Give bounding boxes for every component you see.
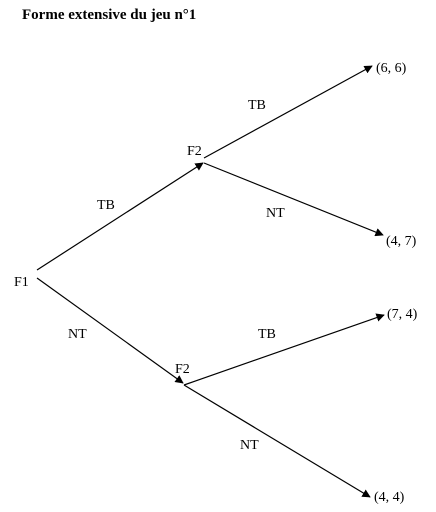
node-lower-label: F2 — [175, 362, 190, 377]
node-upper-label: F2 — [187, 144, 202, 159]
edge-label-root-down: NT — [68, 327, 87, 342]
edge-lower-to-p4 — [183, 384, 371, 498]
diagram-title: Forme extensive du jeu n°1 — [22, 7, 197, 23]
node-root-label: F1 — [14, 275, 29, 290]
edge-upper-to-p2 — [203, 162, 384, 237]
edge-label-root-up: TB — [97, 198, 115, 213]
edge-lower-to-p3 — [183, 313, 385, 386]
edge-upper-to-p1 — [203, 65, 373, 159]
payoff-3: (7, 4) — [387, 307, 418, 322]
edge-label-lower-down: NT — [240, 438, 259, 453]
edge-root-to-upper — [36, 162, 204, 271]
payoff-2: (4, 7) — [386, 234, 417, 249]
edge-root-to-lower — [36, 277, 184, 384]
edge-label-lower-up: TB — [258, 327, 276, 342]
payoff-4: (4, 4) — [374, 490, 405, 505]
payoff-1: (6, 6) — [376, 61, 407, 76]
edge-label-upper-down: NT — [266, 206, 285, 221]
edge-label-upper-up: TB — [248, 98, 266, 113]
